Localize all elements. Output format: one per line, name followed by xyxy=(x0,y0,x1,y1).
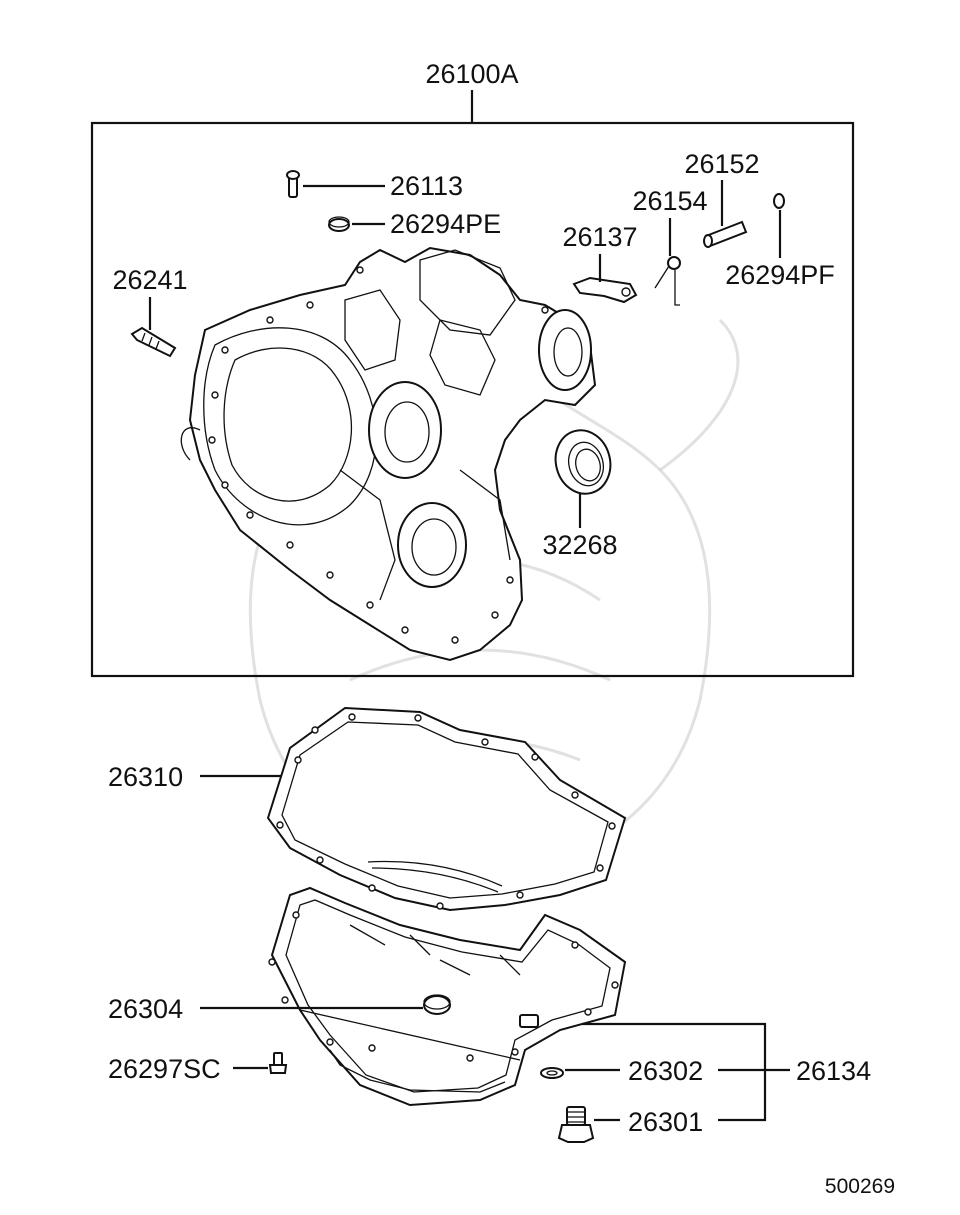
oil-seal-32268-icon xyxy=(554,429,612,495)
assembly-label: 26100A xyxy=(425,59,518,89)
bracket-26134 xyxy=(582,1022,790,1122)
label-26294PE: 26294PE xyxy=(390,209,501,239)
label-26134: 26134 xyxy=(796,1056,871,1086)
label-26302: 26302 xyxy=(628,1056,703,1086)
figure-code: 500269 xyxy=(825,1175,895,1198)
drain-plug-26301-icon xyxy=(557,1106,595,1143)
label-32268: 32268 xyxy=(542,530,617,560)
label-26152: 26152 xyxy=(684,149,759,179)
washer-26302-icon xyxy=(540,1067,564,1079)
label-26297SC: 26297SC xyxy=(108,1054,221,1084)
lever-26137-icon xyxy=(572,276,638,304)
label-26154: 26154 xyxy=(632,186,707,216)
bolt-26297SC-icon xyxy=(268,1052,288,1074)
oil-pan-icon xyxy=(268,886,627,1107)
label-26113: 26113 xyxy=(390,171,463,201)
bolt-26241-icon xyxy=(130,326,177,358)
label-26304: 26304 xyxy=(108,994,183,1024)
magnet-26304-icon xyxy=(423,994,451,1015)
plug-26294PF-icon xyxy=(773,193,785,209)
label-26294PF: 26294PF xyxy=(725,260,835,290)
label-26310: 26310 xyxy=(108,762,183,792)
label-26301: 26301 xyxy=(628,1107,703,1137)
spring-26154-icon xyxy=(654,256,681,306)
pin-26152-icon xyxy=(703,220,748,248)
transmission-case-housing-icon xyxy=(180,246,597,662)
oil-pan-gasket-icon xyxy=(266,706,627,912)
label-26137: 26137 xyxy=(562,222,637,252)
label-26241: 26241 xyxy=(112,265,187,295)
pin-26113-icon xyxy=(286,170,300,198)
plug-26294PE-icon xyxy=(328,216,350,232)
